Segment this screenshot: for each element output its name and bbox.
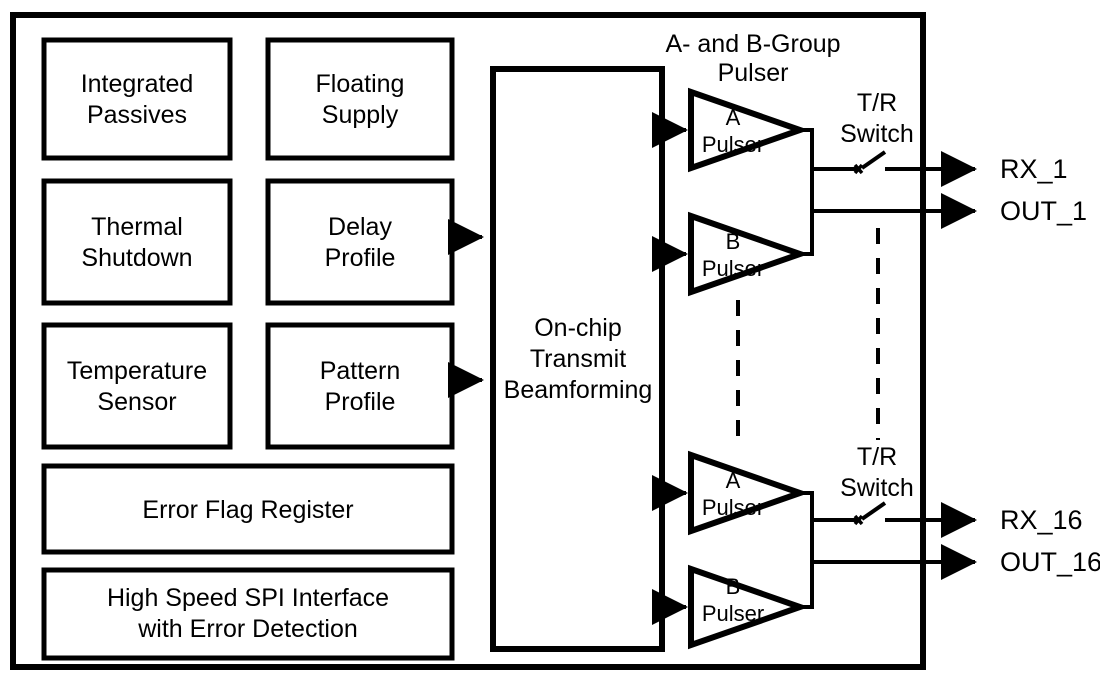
pulser-group-title-line2: Pulser: [718, 59, 789, 87]
block-on-chip-transmit-beamforming: [490, 66, 665, 652]
pattern-profile-label-line2: Profile: [325, 388, 396, 416]
tr-switch-16-lever: [860, 501, 887, 521]
b-pulser-16-triangle: [688, 564, 810, 650]
b-pulser-16-letter: B: [726, 574, 741, 599]
b-pulser-1-triangle: [688, 211, 810, 297]
beamforming-label-line1: On-chip: [534, 314, 622, 342]
a-pulser-16-triangle: [688, 450, 810, 536]
tr-switch-1-label-line1: T/R: [857, 89, 897, 117]
block-thermal-shutdown: [41, 178, 233, 306]
block-integrated-passives: [41, 37, 233, 161]
beamforming-label-line3: Beamforming: [504, 376, 653, 404]
a-pulser-1-triangle: [688, 87, 810, 173]
block-temperature-sensor: [41, 322, 233, 450]
beamforming-label-line2: Transmit: [530, 345, 626, 373]
spi-interface-label-line1: High Speed SPI Interface: [107, 584, 389, 612]
block-spi-interface: [41, 567, 455, 661]
port-out-16-label: OUT_16: [1000, 547, 1100, 577]
b-pulser-1-word: Pulser: [702, 256, 764, 281]
block-floating-supply: [265, 37, 455, 161]
integrated-passives-label-line2: Passives: [87, 101, 187, 129]
integrated-passives-label-line1: Integrated: [81, 70, 194, 98]
spi-interface-label-line2: with Error Detection: [137, 615, 358, 643]
temperature-sensor-label-line2: Sensor: [97, 388, 176, 416]
pattern-profile-label-line1: Pattern: [320, 357, 401, 385]
wire-pulser-summing-bracket-1: [800, 128, 814, 256]
tr-switch-1-lever: [860, 150, 887, 170]
tr-switch-16-label-line1: T/R: [857, 443, 897, 471]
error-flag-register-label: Error Flag Register: [142, 496, 353, 524]
a-pulser-16-letter: A: [726, 468, 741, 493]
a-pulser-16-word: Pulser: [702, 495, 764, 520]
delay-profile-label-line2: Profile: [325, 244, 396, 272]
delay-profile-label-line1: Delay: [328, 213, 392, 241]
a-pulser-1-word: Pulser: [702, 132, 764, 157]
thermal-shutdown-label-line2: Shutdown: [81, 244, 192, 272]
temperature-sensor-label-line1: Temperature: [67, 357, 207, 385]
chip-outline: [10, 12, 926, 670]
floating-supply-label-line1: Floating: [316, 70, 405, 98]
tr-switch-1-pivot-mark-b: [853, 163, 864, 175]
pulser-group-title-line1: A- and B-Group: [665, 30, 840, 58]
tr-switch-16-label-line2: Switch: [840, 474, 914, 502]
tr-switch-16-pivot-mark-b: [853, 514, 864, 526]
port-rx-16-label: RX_16: [1000, 505, 1083, 535]
b-pulser-16-word: Pulser: [702, 601, 764, 626]
block-delay-profile: [265, 178, 455, 306]
a-pulser-1-letter: A: [726, 105, 741, 130]
thermal-shutdown-label-line1: Thermal: [91, 213, 183, 241]
wire-pulser-summing-bracket-16: [800, 491, 814, 609]
tr-switch-1-label-line2: Switch: [840, 120, 914, 148]
port-out-1-label: OUT_1: [1000, 196, 1087, 226]
floating-supply-label-line2: Supply: [322, 101, 399, 129]
block-pattern-profile: [265, 322, 455, 450]
b-pulser-1-letter: B: [726, 229, 741, 254]
block-error-flag-register: [41, 463, 455, 555]
port-rx-1-label: RX_1: [1000, 154, 1068, 184]
